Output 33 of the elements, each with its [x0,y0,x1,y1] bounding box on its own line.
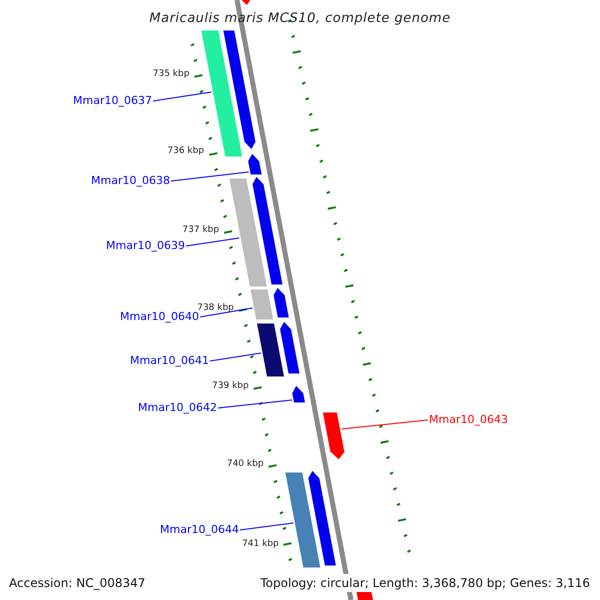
gene-label: Mmar10_0644 [160,522,239,538]
scale-label: 741 kbp [242,538,279,550]
leader-line [341,420,428,430]
leader-line [170,172,250,182]
gene-feature [228,175,284,288]
leader-line [200,308,254,318]
leader-line [186,238,240,246]
gene-label: Mmar10_0642 [138,400,217,416]
scale-label: 736 kbp [167,145,204,157]
leader-line [240,522,294,530]
gene-feature [247,152,263,176]
leader-line [218,400,292,408]
accession-text: Accession: NC_008347 [9,575,146,592]
leader-line [210,352,262,362]
gene-label: Mmar10_0639 [106,238,185,254]
gene-label: Mmar10_0637 [73,93,152,109]
gene-feature [256,320,301,378]
gene-feature [249,286,290,320]
scale-label: 737 kbp [182,224,220,236]
gene-label: Mmar10_0638 [91,173,170,189]
scale-label: 735 kbp [152,68,190,80]
gene-feature [284,469,338,568]
map-title: Maricaulis maris MCS10, complete genome [148,10,452,28]
gene-feature [291,384,306,404]
gene-feature [322,412,346,461]
scale-label: 740 kbp [226,458,264,470]
scale-label: 739 kbp [212,380,249,392]
gene-label: Mmar10_0640 [120,309,199,325]
genome-info-text: Topology: circular; Length: 3,368,780 bp; Genes: 3,116 [260,574,590,592]
leader-line [152,92,212,102]
scale-label: 738 kbp [197,302,234,313]
gene-label: Mmar10_0643 [429,412,508,428]
gene-label: Mmar10_0641 [130,353,209,369]
